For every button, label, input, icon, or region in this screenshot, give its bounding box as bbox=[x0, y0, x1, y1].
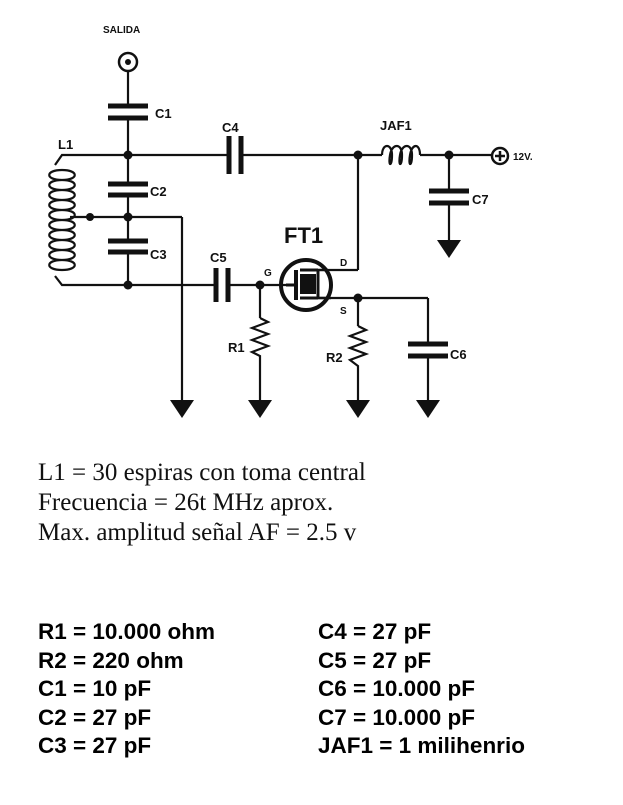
part-r1: R1 = 10.000 ohm bbox=[38, 619, 215, 644]
part-c5: C5 = 27 pF bbox=[318, 647, 432, 673]
part-c6: C6 = 10.000 pF bbox=[318, 676, 475, 701]
pin-label-drain: D bbox=[340, 258, 347, 269]
part-r2: R2 = 220 ohm bbox=[38, 647, 184, 673]
ground-symbols bbox=[170, 240, 461, 418]
label-c6: C6 bbox=[450, 347, 467, 362]
capacitor-c3 bbox=[108, 238, 148, 255]
part-c1: C1 = 10 pF bbox=[38, 676, 152, 701]
output-label: SALIDA bbox=[103, 25, 140, 36]
part-c4: C4 = 27 pF bbox=[318, 619, 432, 644]
choke-jaf1 bbox=[380, 144, 422, 166]
label-c1: C1 bbox=[155, 106, 172, 121]
label-c2: C2 bbox=[150, 184, 167, 199]
part-c3: C3 = 27 pF bbox=[38, 733, 152, 758]
capacitor-c2 bbox=[108, 181, 148, 198]
label-jaf1: JAF1 bbox=[380, 118, 412, 133]
label-l1: L1 bbox=[58, 137, 73, 152]
label-c5: C5 bbox=[210, 250, 227, 265]
supply-label: 12V. bbox=[513, 152, 533, 163]
resistor-r1 bbox=[248, 317, 272, 360]
circuit-schematic: SALIDA bbox=[48, 25, 533, 418]
resistor-r2 bbox=[346, 325, 370, 370]
label-r1: R1 bbox=[228, 340, 245, 355]
capacitor-c6 bbox=[408, 341, 448, 359]
capacitor-c4 bbox=[226, 136, 244, 174]
note-coil: L1 = 30 espiras con toma central bbox=[38, 459, 366, 486]
note-frequency: Frecuencia = 26t MHz aprox. bbox=[38, 489, 334, 516]
circuit-notes: L1 = 30 espiras con toma central Frecuen… bbox=[38, 458, 366, 548]
wires bbox=[84, 71, 492, 400]
parts-list-right: C4 = 27 pF C5 = 27 pF C6 = 10.000 pF C7 … bbox=[318, 618, 525, 761]
junction-dots bbox=[86, 150, 454, 303]
capacitor-c7 bbox=[429, 188, 469, 206]
label-c3: C3 bbox=[150, 247, 167, 262]
pin-label-gate: G bbox=[264, 268, 272, 279]
label-c7: C7 bbox=[472, 192, 489, 207]
fet-ft1 bbox=[279, 258, 333, 312]
pin-label-source: S bbox=[340, 306, 347, 317]
part-c7: C7 = 10.000 pF bbox=[318, 704, 475, 730]
capacitor-c5 bbox=[213, 268, 231, 302]
part-jaf1: JAF1 = 1 milihenrio bbox=[318, 733, 525, 758]
part-c2: C2 = 27 pF bbox=[38, 704, 152, 730]
note-amplitude: Max. amplitud señal AF = 2.5 v bbox=[38, 519, 357, 546]
supply-terminal bbox=[490, 146, 510, 166]
parts-list-left: R1 = 10.000 ohm R2 = 220 ohm C1 = 10 pF … bbox=[38, 618, 215, 761]
label-ft1: FT1 bbox=[284, 223, 323, 248]
capacitor-c1 bbox=[108, 103, 148, 121]
label-c4: C4 bbox=[222, 120, 239, 135]
output-jack bbox=[117, 51, 139, 73]
label-r2: R2 bbox=[326, 350, 343, 365]
coil-l1 bbox=[48, 153, 90, 287]
